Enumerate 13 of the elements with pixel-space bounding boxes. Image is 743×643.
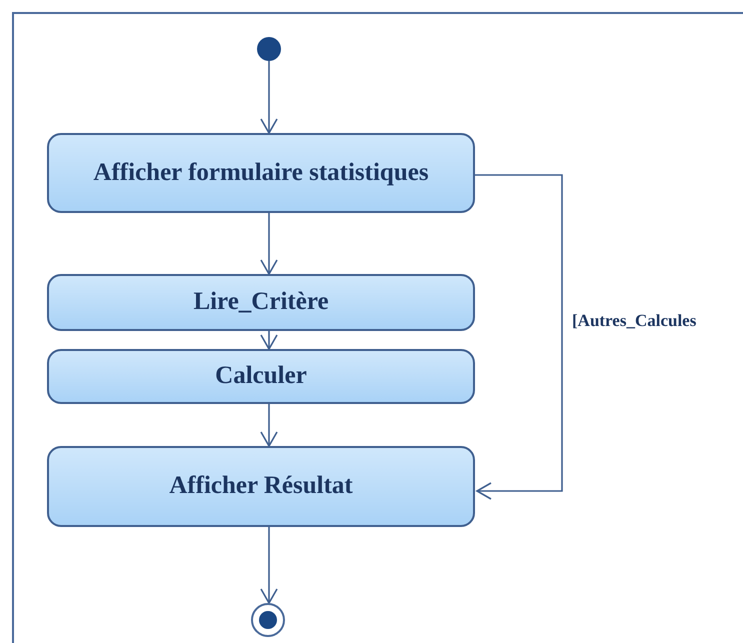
arrow (475, 174, 563, 500)
arrow (260, 331, 278, 350)
final-node (251, 603, 285, 637)
arrow (260, 61, 278, 134)
arrow (260, 213, 278, 275)
action-box: Lire_Critère (47, 274, 475, 331)
guard-label: [Autres_Calcules (572, 311, 696, 331)
action-box: Calculer (47, 349, 475, 404)
initial-node (257, 37, 281, 61)
arrow (260, 527, 278, 604)
action-box: Afficher formulaire statistiques (47, 133, 475, 213)
arrow (260, 404, 278, 447)
action-box: Afficher Résultat (47, 446, 475, 527)
